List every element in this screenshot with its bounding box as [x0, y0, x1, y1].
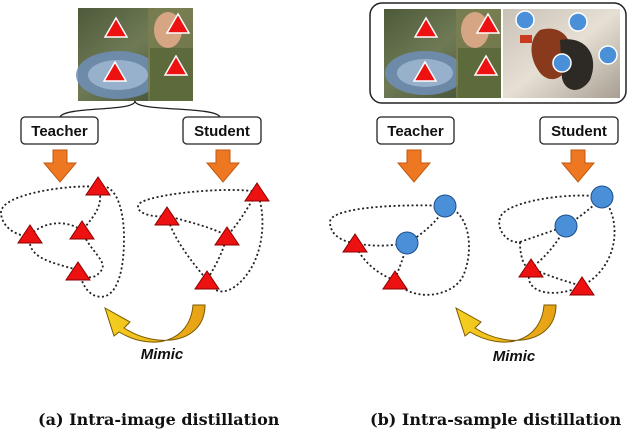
circle-node: [395, 231, 419, 255]
triangle-marker: [165, 12, 191, 34]
student-relation-graph: [498, 185, 616, 296]
teacher-label: Teacher: [31, 123, 88, 140]
teacher-down-arrow: [396, 149, 432, 183]
student-label: Student: [194, 123, 250, 140]
triangle-node: [194, 270, 220, 290]
right-input-image-2: [503, 9, 620, 98]
triangle-marker: [413, 16, 439, 38]
right-caption: (b) Intra-sample distillation: [370, 410, 622, 429]
triangle-marker: [103, 16, 129, 38]
triangle-node: [214, 226, 240, 246]
mimic-arrow: [104, 304, 206, 343]
triangle-node: [85, 176, 111, 196]
circle-marker: [568, 12, 588, 32]
triangle-node: [518, 258, 544, 278]
right-panel: Teacher Student: [329, 2, 627, 365]
triangle-node: [154, 206, 180, 226]
circle-marker: [552, 53, 572, 73]
left-caption: (a) Intra-image distillation: [38, 410, 280, 429]
student-relation-graph: [137, 182, 270, 293]
triangle-node: [382, 270, 408, 290]
mimic-label: Mimic: [141, 346, 184, 363]
split-connector: [59, 100, 136, 118]
triangle-node: [244, 182, 270, 202]
triangle-marker: [102, 60, 128, 82]
triangle-node: [65, 261, 91, 281]
student-down-arrow: [205, 149, 241, 183]
circle-node: [590, 185, 614, 209]
teacher-relation-graph: [329, 194, 470, 296]
triangle-node: [69, 220, 95, 240]
left-panel: Teacher Student: [0, 8, 270, 363]
student-box: Student: [182, 116, 262, 145]
teacher-relation-graph: [0, 176, 125, 298]
triangle-marker: [473, 54, 499, 76]
teacher-box: Teacher: [376, 116, 455, 145]
triangle-marker: [163, 54, 189, 76]
right-input-image-1: [384, 9, 501, 98]
circle-node: [433, 194, 457, 218]
student-down-arrow: [560, 149, 596, 183]
student-label: Student: [551, 123, 607, 140]
mimic-arrow: [455, 304, 557, 343]
circle-marker: [598, 45, 618, 65]
triangle-marker: [412, 60, 438, 82]
circle-node: [554, 214, 578, 238]
triangle-node: [17, 224, 43, 244]
left-input-image: [76, 8, 193, 101]
circle-marker: [515, 10, 535, 30]
triangle-node: [569, 276, 595, 296]
mimic-label: Mimic: [493, 348, 536, 365]
triangle-marker: [475, 12, 501, 34]
teacher-down-arrow: [42, 149, 78, 183]
teacher-label: Teacher: [387, 123, 444, 140]
teacher-box: Teacher: [20, 116, 99, 145]
triangle-node: [342, 233, 368, 253]
student-box: Student: [539, 116, 619, 145]
